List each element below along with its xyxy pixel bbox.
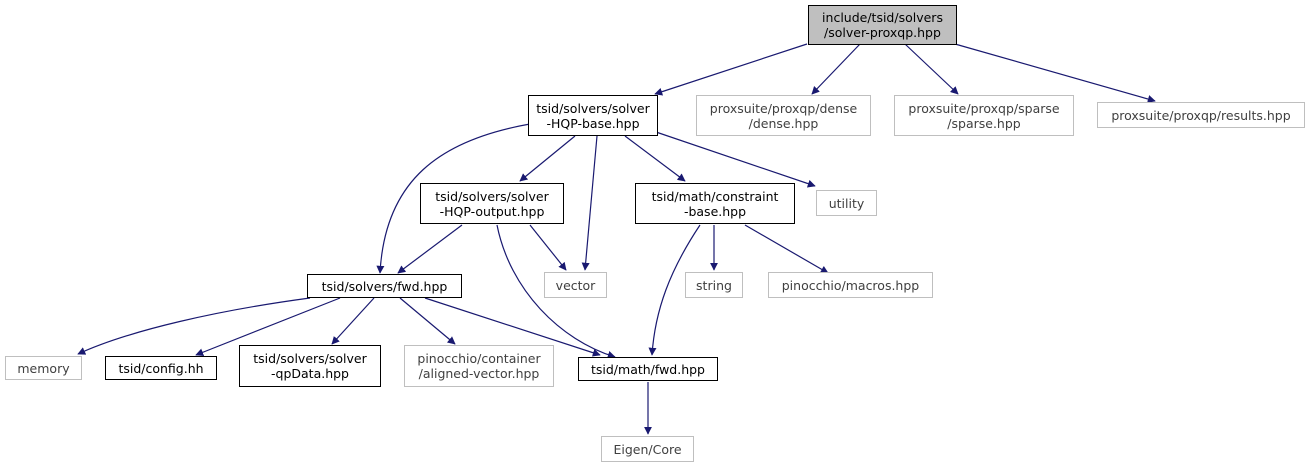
node-label-line1: proxsuite/proxqp/results.hpp [1111, 107, 1291, 123]
node-label-line1: Eigen/Core [613, 441, 682, 457]
node-pinocchio-macros[interactable]: pinocchio/macros.hpp [768, 272, 933, 298]
node-proxqp-sparse[interactable]: proxsuite/proxqp/sparse /sparse.hpp [894, 95, 1074, 136]
edge-hqp-base-to-solvers-fwd [376, 123, 531, 274]
node-label-line2: /aligned-vector.hpp [418, 366, 540, 381]
node-label-line1: tsid/config.hh [118, 360, 204, 376]
node-root-solver-proxqp[interactable]: include/tsid/solvers /solver-proxqp.hpp [808, 5, 957, 45]
node-label-line2: -base.hpp [683, 203, 747, 219]
edge-hqp-base-to-hqp-output [519, 135, 576, 182]
node-proxqp-dense[interactable]: proxsuite/proxqp/dense /dense.hpp [696, 95, 871, 136]
node-eigen-core[interactable]: Eigen/Core [601, 436, 694, 462]
edge-solvers-fwd-to-memory [77, 297, 311, 355]
node-proxqp-results[interactable]: proxsuite/proxqp/results.hpp [1097, 102, 1305, 128]
edge-constraint-base-to-math-fwd [648, 224, 701, 356]
node-aligned-vector[interactable]: pinocchio/container /aligned-vector.hpp [404, 345, 554, 387]
edge-root-to-proxqp-dense [811, 43, 861, 95]
node-vector[interactable]: vector [544, 272, 607, 298]
node-label-line1: utility [828, 195, 865, 211]
node-label-line1: memory [17, 360, 70, 376]
edge-root-to-hqp-base [654, 43, 808, 96]
node-hqp-base[interactable]: tsid/solvers/solver -HQP-base.hpp [528, 95, 658, 136]
edge-hqp-base-to-vector [581, 135, 598, 271]
node-label-line2: /solver-proxqp.hpp [824, 25, 941, 40]
node-solvers-fwd[interactable]: tsid/solvers/fwd.hpp [307, 274, 462, 298]
node-config[interactable]: tsid/config.hh [105, 356, 217, 380]
edge-constraint-base-to-pinocchio-macros [744, 224, 829, 274]
node-label-line1: tsid/math/constraint [651, 188, 779, 204]
node-label-line2: -HQP-base.hpp [546, 115, 640, 131]
edge-solvers-fwd-to-math-fwd [424, 297, 601, 357]
edge-solvers-fwd-to-qpdata [331, 297, 375, 345]
edge-hqp-output-to-solvers-fwd [397, 224, 463, 274]
node-qpdata[interactable]: tsid/solvers/solver -qpData.hpp [239, 345, 381, 387]
node-string[interactable]: string [685, 272, 743, 298]
node-memory[interactable]: memory [5, 356, 82, 380]
edge-root-to-proxqp-sparse [904, 43, 959, 95]
node-label-line2: -HQP-output.hpp [439, 203, 545, 219]
node-label-line1: proxsuite/proxqp/sparse [908, 100, 1060, 116]
node-math-fwd[interactable]: tsid/math/fwd.hpp [578, 357, 718, 381]
node-label-line1: tsid/solvers/solver [435, 188, 549, 204]
edge-solvers-fwd-to-aligned-vector [399, 297, 456, 345]
node-label-line1: pinocchio/container [417, 351, 541, 366]
edge-solvers-fwd-to-config [195, 297, 341, 357]
node-label-line1: proxsuite/proxqp/dense [709, 100, 858, 116]
edge-hqp-base-to-utility [655, 131, 816, 188]
node-label-line1: vector [555, 277, 596, 293]
node-label-line2: -qpData.hpp [271, 366, 349, 381]
node-hqp-output[interactable]: tsid/solvers/solver -HQP-output.hpp [420, 183, 564, 224]
node-label-line1: pinocchio/macros.hpp [781, 277, 920, 293]
node-constraint-base[interactable]: tsid/math/constraint -base.hpp [635, 183, 795, 224]
node-label-line1: tsid/math/fwd.hpp [590, 361, 705, 377]
node-utility[interactable]: utility [816, 190, 877, 216]
node-label-line1: tsid/solvers/solver [253, 351, 367, 366]
node-label-line1: string [696, 277, 732, 293]
node-label-line1: tsid/solvers/fwd.hpp [321, 278, 448, 294]
edge-hqp-base-to-constraint-base [624, 135, 686, 182]
node-label-line1: include/tsid/solvers [822, 10, 943, 25]
edge-root-to-proxqp-results [954, 43, 1156, 103]
node-label-line2: /dense.hpp [748, 115, 819, 131]
node-label-line1: tsid/solvers/solver [536, 100, 650, 116]
node-label-line2: /sparse.hpp [947, 115, 1021, 131]
edge-hqp-output-to-vector [529, 224, 567, 271]
